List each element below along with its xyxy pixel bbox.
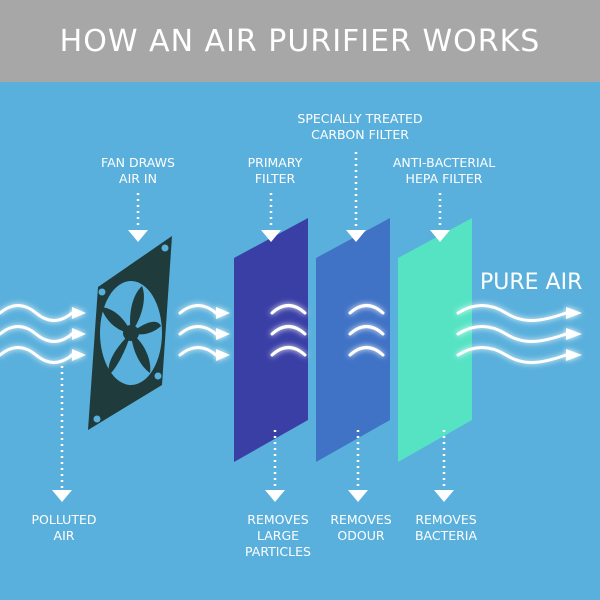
hepa-filter-label: ANTI-BACTERIAL HEPA FILTER — [393, 155, 495, 187]
air-wave — [178, 325, 218, 336]
polluted-air-label-line: POLLUTED — [31, 512, 97, 527]
bacteria-label-line: BACTERIA — [414, 528, 478, 543]
air-wave — [0, 325, 74, 343]
carbon-filter-label-line: SPECIALLY TREATED — [297, 111, 423, 126]
air-wave — [348, 325, 385, 336]
fan-blade — [101, 307, 131, 333]
fan-blade — [108, 333, 131, 375]
arrowhead — [566, 307, 582, 319]
large-particles-label: REMOVES LARGE PARTICLES — [245, 512, 311, 560]
mount-hole — [154, 372, 162, 380]
fan-label-line: FAN DRAWS — [101, 155, 175, 170]
arrowhead — [72, 307, 86, 319]
air-wave — [270, 325, 307, 336]
middle-arrowheads — [216, 307, 230, 361]
bacteria-label: REMOVES BACTERIA — [415, 512, 477, 544]
incoming-airflow — [0, 304, 74, 364]
fan-label: FAN DRAWS AIR IN — [101, 155, 175, 187]
air-wave — [0, 346, 74, 364]
primary-filter-label-line: FILTER — [254, 171, 296, 186]
carbon-filter — [316, 218, 390, 462]
fan-blade — [131, 333, 151, 373]
middle-airflow — [178, 304, 218, 357]
fan-unit — [88, 236, 172, 430]
arrowhead — [216, 349, 230, 361]
carbon-filter-pointer-arrowhead — [346, 230, 366, 242]
hepa-filter-label-line: HEPA FILTER — [405, 171, 483, 186]
arrowhead — [72, 328, 86, 340]
fan-blade — [130, 286, 144, 333]
mount-hole — [93, 415, 101, 423]
air-wave — [456, 325, 568, 343]
page-title: HOW AN AIR PURIFIER WORKS — [59, 23, 541, 59]
air-wave — [0, 304, 74, 322]
mount-hole — [161, 244, 169, 252]
pointer-arrowheads — [52, 230, 454, 502]
bacteria-label-line: REMOVES — [415, 512, 477, 527]
polluted-air-label-line: AIR — [53, 528, 75, 543]
large-particles-pointer-arrowhead — [265, 490, 285, 502]
arrowhead — [216, 307, 230, 319]
outgoing-airflow — [456, 304, 568, 364]
large-particles-label-line: PARTICLES — [245, 544, 311, 559]
hepa-filter — [398, 218, 472, 462]
bacteria-pointer-arrowhead — [434, 490, 454, 502]
arrowhead — [216, 328, 230, 340]
incoming-arrowheads — [72, 307, 86, 361]
mount-hole — [98, 288, 106, 296]
fan-hub — [123, 325, 139, 341]
air-wave — [348, 304, 385, 315]
large-particles-label-line: REMOVES — [247, 512, 309, 527]
air-wave — [456, 346, 568, 364]
odour-label: REMOVES ODOUR — [330, 512, 391, 544]
air-wave — [348, 346, 385, 357]
arrowhead — [566, 328, 582, 340]
carbon-filter-label: SPECIALLY TREATED CARBON FILTER — [297, 111, 422, 143]
large-particles-label-line: LARGE — [256, 528, 300, 543]
fan-label-line: AIR IN — [119, 171, 157, 186]
filter-airflow — [270, 304, 385, 357]
fan-pointer-arrowhead — [128, 230, 148, 242]
air-wave — [270, 304, 307, 315]
polluted-air-label: POLLUTED AIR — [32, 512, 97, 544]
carbon-filter-label-line: CARBON FILTER — [311, 127, 409, 142]
polluted-air-pointer-arrowhead — [52, 490, 72, 502]
air-wave — [270, 346, 307, 357]
air-wave — [456, 304, 568, 322]
pure-air-label: PURE AIR — [480, 270, 583, 295]
outgoing-arrowheads — [566, 307, 582, 361]
hepa-filter-pointer-arrowhead — [430, 230, 450, 242]
air-wave — [178, 304, 218, 315]
air-wave — [178, 346, 218, 357]
odour-pointer-arrowhead — [348, 490, 368, 502]
primary-filter-pointer-arrowhead — [261, 230, 281, 242]
odour-label-line: ODOUR — [337, 528, 385, 543]
arrowhead — [72, 349, 86, 361]
primary-filter-label-line: PRIMARY — [247, 155, 303, 170]
pointer-lines — [60, 152, 446, 488]
title-bar: HOW AN AIR PURIFIER WORKS — [0, 0, 600, 82]
primary-filter — [234, 218, 308, 462]
primary-filter-label: PRIMARY FILTER — [248, 155, 303, 187]
hepa-filter-label-line: ANTI-BACTERIAL — [392, 155, 496, 170]
odour-label-line: REMOVES — [330, 512, 392, 527]
arrowhead — [566, 349, 582, 361]
